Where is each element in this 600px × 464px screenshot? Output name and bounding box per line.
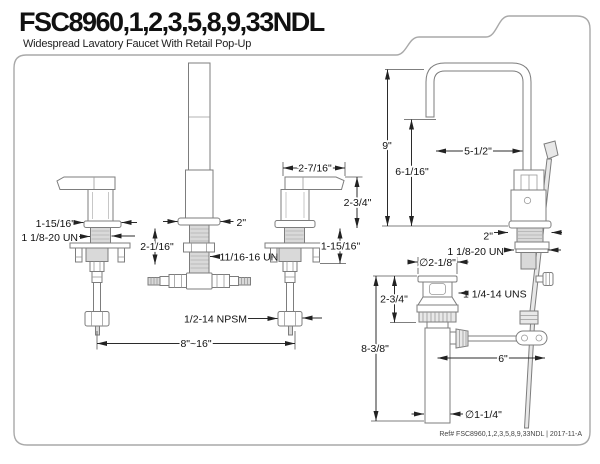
dim-spout-reach: 5-1/2" <box>436 144 523 159</box>
dim-spout-shank-height: 2-1/16" <box>139 228 176 265</box>
dim-label-drain-flange-diameter: ∅2-1/8" <box>419 257 456 269</box>
dim-label-handle-shank-length: 1-15/16" <box>321 241 361 253</box>
dim-label-handle-length: 2-7/16" <box>298 163 332 175</box>
spout-side-drawing <box>425 62 559 429</box>
dim-drain-flange-diameter: ∅2-1/8" <box>407 255 469 274</box>
dim-tailpiece-diameter: ∅1-1/4" <box>411 409 502 421</box>
dim-label-drain-body-thread: 1 1/4-14 UNS <box>463 289 527 301</box>
dim-label-side-flange-width: 2" <box>483 231 493 243</box>
dim-handle-length: 2-7/16" <box>282 161 346 176</box>
side-view: 9" 6-1/16" 5-1/2" 2" 1 1/8-20 UN <box>380 62 562 429</box>
dim-handle-shank-length: 1-15/16" <box>319 228 362 264</box>
drain-drawing <box>416 275 469 424</box>
popup-drain: ∅2-1/8" 2-3/4" 8-3/8" 1 1/4-14 UNS <box>359 255 545 424</box>
dim-label-faucet-spread: 8"~16" <box>180 338 211 350</box>
dim-spout-outlet-height: 6-1/16" <box>394 119 436 226</box>
reference-number: Ref# FSC8960,1,2,3,5,8,9,33NDL | 2017-11… <box>439 431 582 438</box>
dim-label-spout-flange-width: 2" <box>237 217 247 229</box>
page-title: FSC8960,1,2,3,5,8,9,33NDL <box>19 7 325 37</box>
dim-label-drain-flange-height: 2-3/4" <box>380 294 408 306</box>
diagram-border <box>13 15 591 446</box>
dim-label-handle-height: 2-3/4" <box>344 197 372 209</box>
front-view-dimensions: 1-15/16" 1 1/8-20 UN 2-1/16" 2" <box>21 161 373 352</box>
drain-dimensions: ∅2-1/8" 2-3/4" 8-3/8" 1 1/4-14 UNS <box>359 255 545 422</box>
dim-drain-flange-height: 2-3/4" <box>373 275 417 323</box>
dim-handle-shank-thread-left: 1 1/8-20 UN <box>21 232 135 244</box>
dim-label-side-shank-thread: 1 1/8-20 UN <box>447 246 504 258</box>
dim-drain-body-thread: 1 1/4-14 UNS <box>458 289 527 301</box>
page-subtitle: Widespread Lavatory Faucet With Retail P… <box>23 38 252 50</box>
dim-label-supply-thread: 1/2-14 NPSM <box>184 314 247 326</box>
dim-label-overall-height: 9" <box>382 140 392 152</box>
dim-side-shank-thread: 1 1/8-20 UN <box>447 246 561 258</box>
dim-label-spout-shank-height: 2-1/16" <box>140 241 174 253</box>
right-handle-drawing <box>264 176 345 336</box>
dim-label-handle-flange-width: 1-15/16" <box>36 218 76 230</box>
dim-faucet-spread: 8"~16" <box>96 331 296 352</box>
dim-label-handle-shank-thread: 1 1/8-20 UN <box>21 232 78 244</box>
dim-label-tailpiece-diameter: ∅1-1/4" <box>465 409 502 421</box>
dim-label-spout-shank-thread: 11/16-16 UN <box>220 252 279 264</box>
dim-overall-height: 9" <box>380 69 508 227</box>
dim-label-spout-outlet-height: 6-1/16" <box>395 166 429 178</box>
dim-handle-height: 2-3/4" <box>342 176 373 228</box>
side-view-dimensions: 9" 6-1/16" 5-1/2" 2" 1 1/8-20 UN <box>380 69 562 258</box>
dim-label-drain-overall-height: 8-3/8" <box>361 343 389 355</box>
dim-spout-flange-width: 2" <box>163 217 246 229</box>
dim-supply-thread: 1/2-14 NPSM <box>184 314 322 326</box>
dim-lift-rod-offset: 6" <box>437 351 545 367</box>
left-handle-drawing <box>56 176 131 336</box>
dim-drain-overall-height: 8-3/8" <box>359 276 424 422</box>
dim-handle-flange-width-left: 1-15/16" <box>36 218 137 230</box>
spout-front-drawing <box>147 62 251 290</box>
front-view: 1-15/16" 1 1/8-20 UN 2-1/16" 2" <box>21 62 373 352</box>
dim-label-lift-rod-offset: 6" <box>498 353 508 365</box>
dim-label-spout-reach: 5-1/2" <box>464 146 492 158</box>
dim-spout-shank-thread: 11/16-16 UN <box>210 252 278 264</box>
dim-side-flange-width: 2" <box>483 230 562 243</box>
